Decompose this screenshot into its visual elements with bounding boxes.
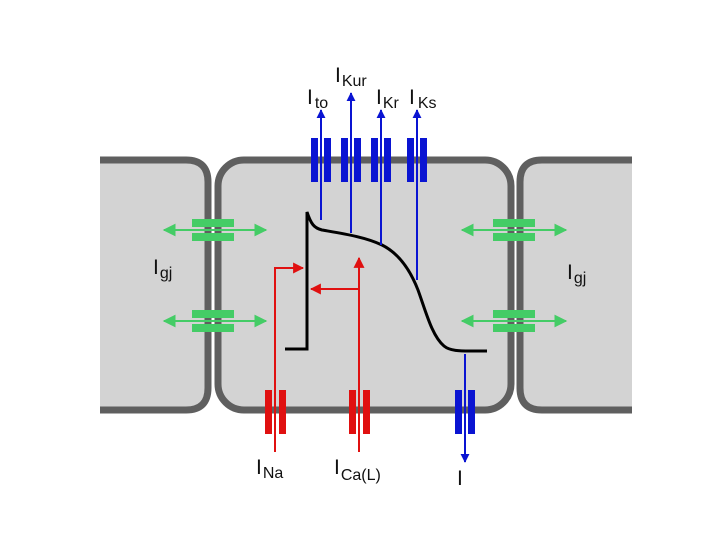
center-cell	[214, 156, 515, 414]
action-potential-trace	[285, 211, 487, 353]
outward-channel-bottom	[455, 354, 475, 463]
inward-current-arrows	[274, 256, 365, 452]
right-cell	[516, 156, 632, 414]
channel-ina	[265, 390, 286, 434]
inward-channels	[265, 390, 370, 434]
label-i-gj-right: Igj	[567, 261, 586, 287]
label-i-gj-left: Igj	[153, 256, 172, 282]
left-cell	[100, 156, 212, 414]
label-i-cal: ICa(L)	[334, 456, 381, 484]
label-i-na: INa	[256, 456, 283, 482]
arrow-ina	[274, 262, 305, 452]
label-i-kur: IKur	[335, 64, 367, 90]
gap-junction-right-top	[460, 219, 568, 241]
channel-ito	[311, 138, 331, 182]
channel-ikur	[341, 138, 361, 182]
channel-ikr	[371, 138, 391, 182]
label-i-kr: IKr	[376, 86, 400, 112]
outward-current-arrows	[316, 92, 422, 280]
label-i-out: I	[457, 467, 463, 490]
gap-junction-right-bottom	[460, 310, 568, 332]
gap-junction-left-bottom	[162, 310, 268, 332]
channel-iks	[407, 138, 427, 182]
outward-channels	[311, 138, 427, 182]
gap-junction-left-top	[162, 219, 268, 241]
channel-ical	[349, 390, 370, 434]
gap-junctions	[162, 219, 568, 332]
cells	[100, 156, 632, 414]
